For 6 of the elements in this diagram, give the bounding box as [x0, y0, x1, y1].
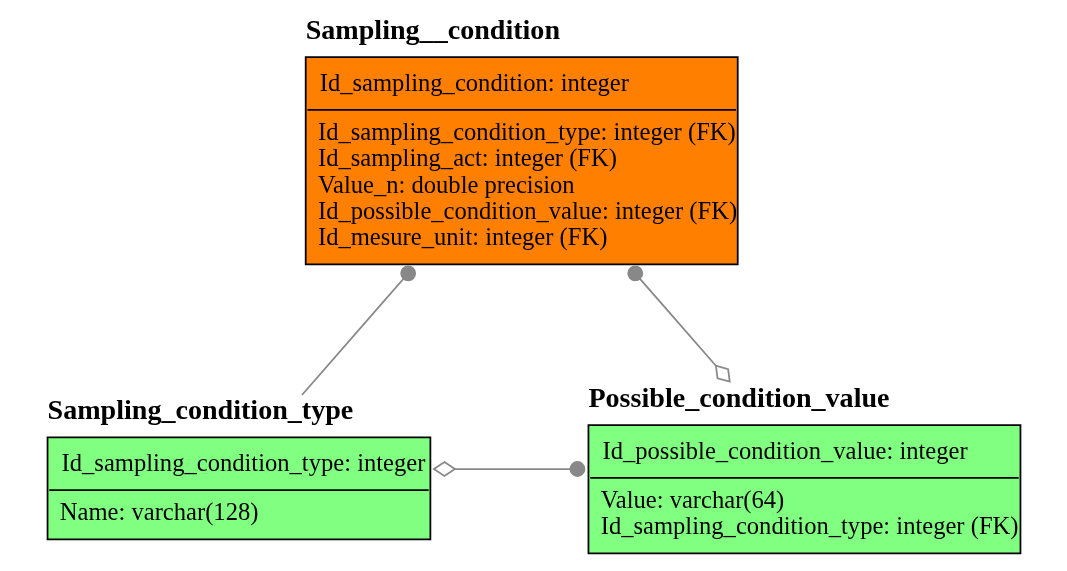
connector [626, 265, 731, 383]
connector [300, 265, 416, 396]
node-label: Sampling__condition [305, 14, 560, 46]
node-label: Sampling_condition_type [47, 394, 353, 426]
node-label: Possible_condition_value [587, 382, 890, 414]
connector [431, 460, 585, 478]
